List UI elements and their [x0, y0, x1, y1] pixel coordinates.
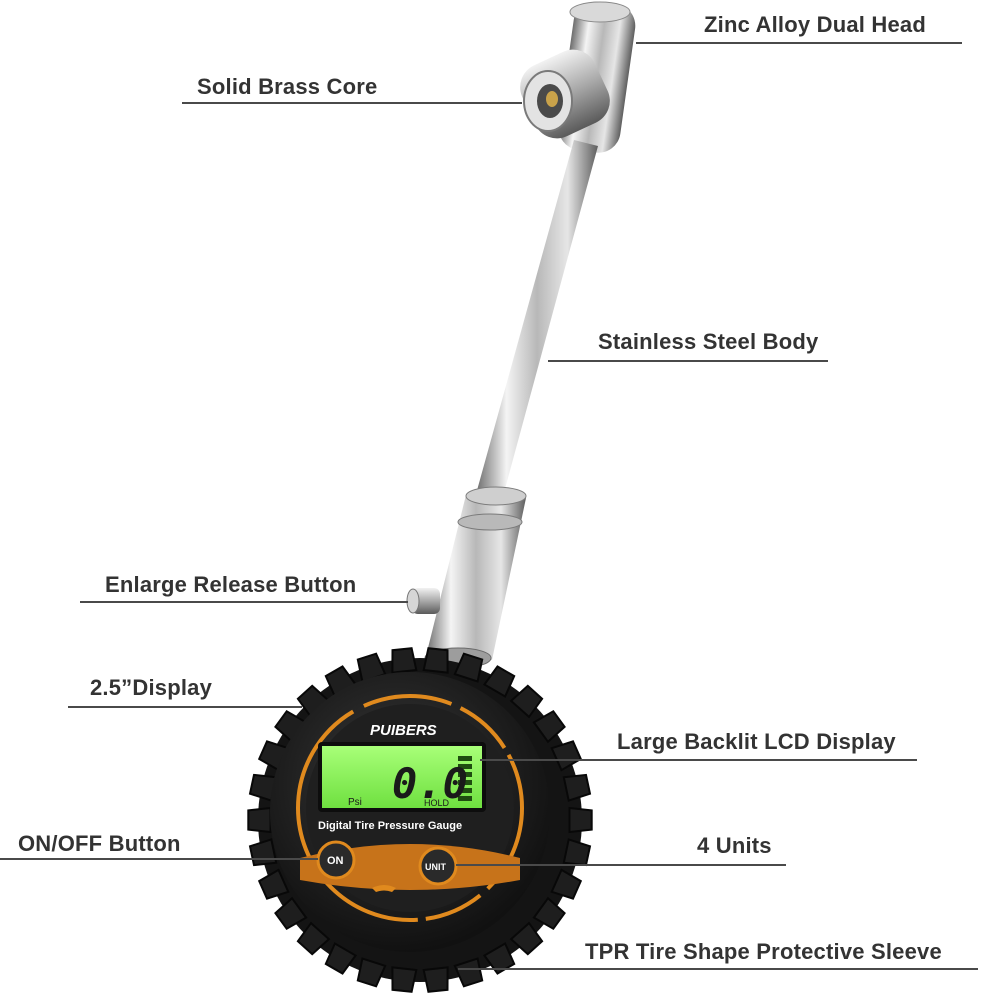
tread-lug [391, 966, 418, 993]
tread-lug [509, 684, 544, 719]
callout-rule [636, 42, 962, 44]
tread-lug [422, 647, 449, 674]
callout-rule [0, 858, 318, 860]
tread-lug [568, 806, 593, 834]
tread-lug [296, 921, 331, 956]
callout-rule [458, 968, 978, 970]
callout-rule [548, 360, 828, 362]
tread-lug [509, 921, 544, 956]
tread-lug [453, 652, 484, 683]
dual-head [520, 1, 636, 153]
unit-button-label: UNIT [425, 862, 446, 872]
tread-lug [482, 942, 516, 975]
tread-lug [562, 838, 592, 867]
callout-display-size: 2.5”Display [90, 675, 213, 700]
tread-lug [550, 740, 583, 772]
lcd-screen [322, 746, 482, 808]
callout-on-off-button: ON/OFF Button [18, 831, 181, 856]
tread-lug [356, 957, 387, 988]
callout-large-backlit-lcd-display: Large Backlit LCD Display [617, 729, 896, 754]
tread-lug [532, 896, 566, 931]
tread-lug [324, 942, 358, 975]
gauge-face [296, 694, 524, 922]
callout-tpr-sleeve: TPR Tire Shape Protective Sleeve [585, 939, 942, 964]
callout-enlarge-release-button: Enlarge Release Button [105, 572, 357, 597]
callout-stainless-steel-body: Stainless Steel Body [598, 329, 819, 354]
release-button [406, 588, 440, 614]
callout-rule [80, 601, 408, 603]
callout-rule [480, 759, 917, 761]
gauge-caption: Digital Tire Pressure Gauge [318, 820, 462, 832]
callout-4-units: 4 Units [697, 833, 772, 858]
tread-lug [562, 773, 592, 802]
on-button-label: ON [327, 855, 344, 867]
lcd-reading: 0.0 [392, 759, 468, 808]
callout-solid-brass-core: Solid Brass Core [197, 74, 378, 99]
tread-lug [257, 868, 290, 900]
tread-lug [550, 868, 583, 900]
callout-zinc-alloy-dual-head: Zinc Alloy Dual Head [704, 12, 927, 37]
on-button [316, 840, 356, 880]
callout-rule [182, 102, 522, 104]
brand-text: PUIBERS [370, 722, 437, 739]
tread-lug [482, 665, 516, 698]
tread-lug [274, 896, 308, 931]
lcd-hold: HOLD [424, 798, 450, 808]
tread-lug [391, 647, 418, 674]
tread-lug [422, 966, 449, 993]
steel-shaft [424, 140, 598, 669]
tread-lug [453, 957, 484, 988]
callout-rule [456, 864, 786, 866]
unit-button [418, 846, 458, 886]
callout-rule [68, 706, 302, 708]
tread-lug [247, 806, 272, 834]
tread-lug [248, 838, 278, 867]
lcd-unit: Psi [348, 797, 362, 808]
tread-lug [532, 709, 566, 744]
